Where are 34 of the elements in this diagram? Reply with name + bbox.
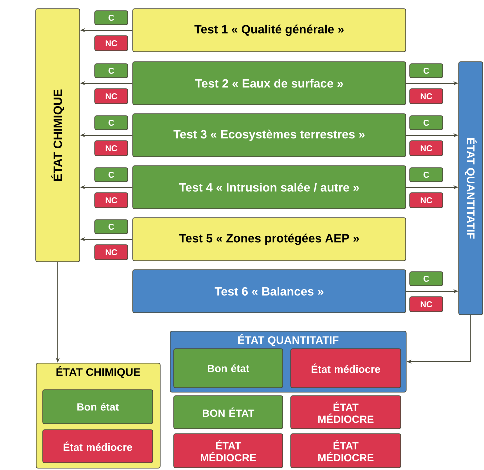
vertical-band: ÉTAT QUANTITATIF — [458, 62, 484, 316]
result-cell: ÉTAT MÉDIOCRE — [290, 396, 402, 430]
compliance-badge: NC — [94, 140, 128, 156]
result-cell: ÉTAT MÉDIOCRE — [290, 434, 402, 468]
result-cell: BON ÉTAT — [174, 396, 284, 430]
compliance-badge: C — [94, 64, 128, 78]
compliance-badge: C — [94, 10, 128, 26]
status-box: Bon état — [174, 348, 284, 388]
test-box: Test 5 « Zones protégées AEP » — [132, 218, 406, 262]
compliance-badge: NC — [94, 36, 128, 52]
compliance-badge: NC — [410, 192, 444, 208]
status-box: Bon état — [42, 390, 154, 424]
test-box: Test 2 « Eaux de surface » — [132, 62, 406, 106]
compliance-badge: NC — [94, 244, 128, 260]
test-box: Test 3 « Ecosystèmes terrestres » — [132, 114, 406, 158]
compliance-badge: C — [94, 220, 128, 234]
status-box: État médiocre — [42, 430, 154, 464]
result-cell: ÉTAT MÉDIOCRE — [174, 434, 284, 468]
vertical-band: ÉTAT CHIMIQUE — [36, 8, 80, 262]
status-box: État médiocre — [290, 348, 402, 388]
compliance-badge: C — [410, 272, 444, 286]
compliance-badge: C — [410, 64, 444, 78]
test-box: Test 6 « Balances » — [132, 270, 406, 314]
compliance-badge: C — [94, 116, 128, 130]
compliance-badge: NC — [410, 88, 444, 104]
compliance-badge: NC — [410, 140, 444, 156]
compliance-badge: NC — [410, 296, 444, 312]
test-box: Test 4 « Intrusion salée / autre » — [132, 166, 406, 210]
compliance-badge: NC — [94, 88, 128, 104]
compliance-badge: C — [94, 168, 128, 182]
test-box: Test 1 « Qualité générale » — [132, 8, 406, 52]
compliance-badge: C — [410, 116, 444, 130]
compliance-badge: NC — [94, 192, 128, 208]
compliance-badge: C — [410, 168, 444, 182]
